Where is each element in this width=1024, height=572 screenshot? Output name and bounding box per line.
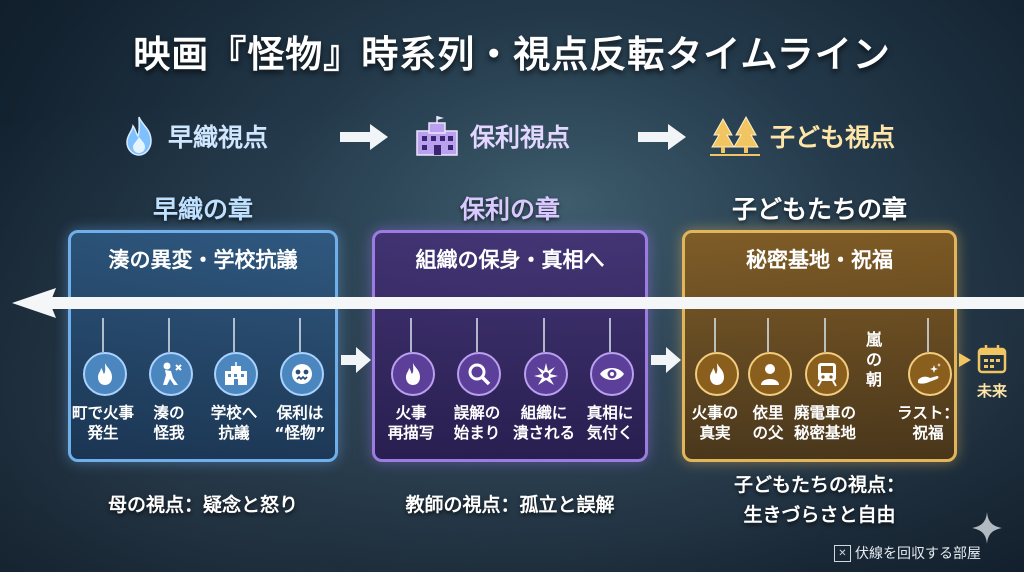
timeline-stem [714,318,716,352]
event-label: 誤解の始まり [453,404,501,442]
chapter-title-hori: 保利の章 [459,195,560,224]
chapter-caption-hori: 教師の視点：孤立と誤解 [405,494,615,516]
fire-icon [83,352,127,396]
footer-credit: ✕ 伏線を回収する部屋 [834,543,981,563]
timeline-stem [824,318,826,352]
event-label: 真相に気付く [586,404,634,442]
fire-icon [695,352,739,396]
arrow-right-icon [959,353,971,367]
perspective-hori-label: 保利視点 [470,123,571,152]
crushed-icon [524,352,568,396]
future-label: 未来 [976,382,1007,400]
event-label: 依里の父 [752,404,784,442]
chapter-caption-saori: 母の視点：疑念と怒り [107,494,298,516]
event-label: 火事の真実 [691,404,739,442]
train-icon [805,352,849,396]
chapter-title-saori: 早織の章 [152,195,253,224]
school-building-icon [416,116,458,156]
chapter-title-children: 子どもたちの章 [731,195,907,224]
storm-morning-label: 嵐の朝 [865,330,882,389]
timeline-stem [233,318,235,352]
future-marker: 未来 [968,344,1016,401]
blessing-hand-icon [908,352,952,396]
arrow-right-icon [638,124,686,150]
chapter-headline: 組織の保身・真相へ [415,248,605,272]
school-icon [214,352,258,396]
chapter-box-children: 秘密基地・祝福 [682,230,957,462]
person-icon [748,352,792,396]
timeline-stem [102,318,104,352]
eye-icon [590,352,634,396]
arrow-right-icon [341,347,371,373]
timeline-arrow-icon [12,288,1024,318]
timeline-stem [927,318,929,352]
event-label: 保利は“怪物” [274,404,326,442]
sparkle-icon [972,512,1002,544]
perspective-saori-label: 早織視点 [168,123,269,152]
event-label: 湊の怪我 [153,404,185,442]
footer-text: 伏線を回収する部屋 [855,546,981,562]
timeline-stem [609,318,611,352]
perspective-hori: 保利視点 [414,112,570,160]
injury-icon [149,352,193,396]
magnifier-icon [457,352,501,396]
event-label: ラスト：祝福 [897,404,959,442]
chapter-caption-children-2: 生きづらさと自由 [743,504,896,526]
flame-icon [126,116,152,156]
calendar-icon [977,345,1007,374]
arrow-right-icon [651,347,681,373]
page-title: 映画『怪物』時系列・視点反転タイムライン [133,33,891,76]
chapter-headline: 湊の異変・学校抗議 [108,248,298,272]
perspective-children: 子ども視点 [710,112,895,160]
event-label: 組織に潰される [512,404,575,442]
timeline-stem [410,318,412,352]
chapter-box-saori: 湊の異変・学校抗議 [68,230,338,462]
perspective-children-label: 子ども視点 [770,123,896,152]
monster-icon [280,352,324,396]
arrow-right-icon [340,124,388,150]
chapter-headline: 秘密基地・祝福 [746,248,893,272]
event-label: 火事再描写 [387,404,435,442]
event-label: 廃電車の秘密基地 [793,404,856,442]
chapter-caption-children-1: 子どもたちの視点： [733,474,905,496]
perspective-saori: 早織視点 [120,112,268,160]
event-label: 町で火事発生 [71,404,134,442]
event-label: 学校へ抗議 [210,404,258,442]
bookmark-icon: ✕ [834,544,851,562]
fire-icon [391,352,435,396]
forest-trees-icon [710,115,760,156]
timeline-stem [767,318,769,352]
timeline-stem [168,318,170,352]
chapter-box-hori: 組織の保身・真相へ [372,230,648,462]
timeline-stem [299,318,301,352]
timeline-stem [476,318,478,352]
timeline-stem [543,318,545,352]
